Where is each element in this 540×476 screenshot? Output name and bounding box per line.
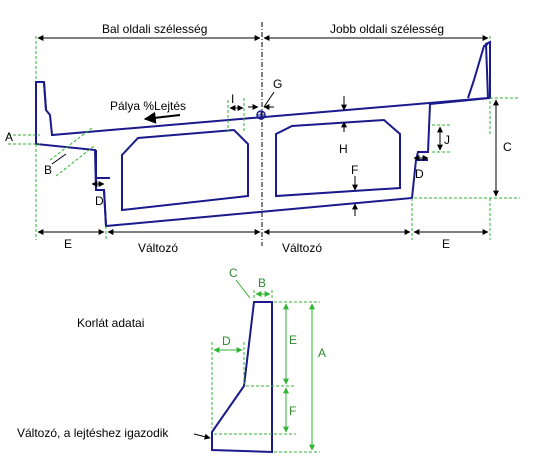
dim-f-label: F <box>351 163 358 177</box>
barrier-dim-d-label: D <box>222 334 231 348</box>
right-barrier <box>467 43 489 99</box>
right-width-label: Jobb oldali szélesség <box>330 22 444 36</box>
left-void <box>121 128 249 212</box>
dim-h-label: H <box>339 142 348 156</box>
dim-j-label: J <box>444 133 450 147</box>
deck-outline <box>35 40 491 228</box>
variable-left-label: Változó <box>138 241 178 255</box>
dim-a-label: A <box>5 130 13 144</box>
dim-d-left-label: D <box>95 194 104 208</box>
dim-i-label: I <box>231 92 234 106</box>
left-web <box>103 189 107 227</box>
barrier-outline <box>211 301 273 454</box>
barrier-dim-b-label: B <box>258 276 266 290</box>
left-barrier <box>43 81 47 111</box>
dim-e-left-label: E <box>64 237 72 251</box>
barrier-dim-a-label: A <box>318 346 326 360</box>
dim-g-label: G <box>273 77 282 91</box>
dim-c-label: C <box>503 140 512 154</box>
bridge-cross-section: Bal oldali szélesség Jobb oldali széless… <box>5 22 520 255</box>
barrier-dim-c-label: C <box>229 266 238 280</box>
barrier-dim-e-label: E <box>289 333 297 347</box>
barrier-detail: Korlát adatai B C D E F A Változó, a lej… <box>17 266 326 454</box>
slope-label: Pálya %Lejtés <box>110 99 186 113</box>
left-width-label: Bal oldali szélesség <box>102 22 207 36</box>
barrier-note: Változó, a lejtéshez igazodik <box>17 426 169 440</box>
variable-right-label: Változó <box>282 241 322 255</box>
barrier-title: Korlát adatai <box>77 316 144 330</box>
dim-e-right-label: E <box>442 237 450 251</box>
barrier-dim-f-label: F <box>289 404 296 418</box>
right-void <box>275 118 401 198</box>
dim-b-label: B <box>44 163 52 177</box>
dim-d-right-label: D <box>415 167 424 181</box>
slope-arrow <box>143 111 181 124</box>
